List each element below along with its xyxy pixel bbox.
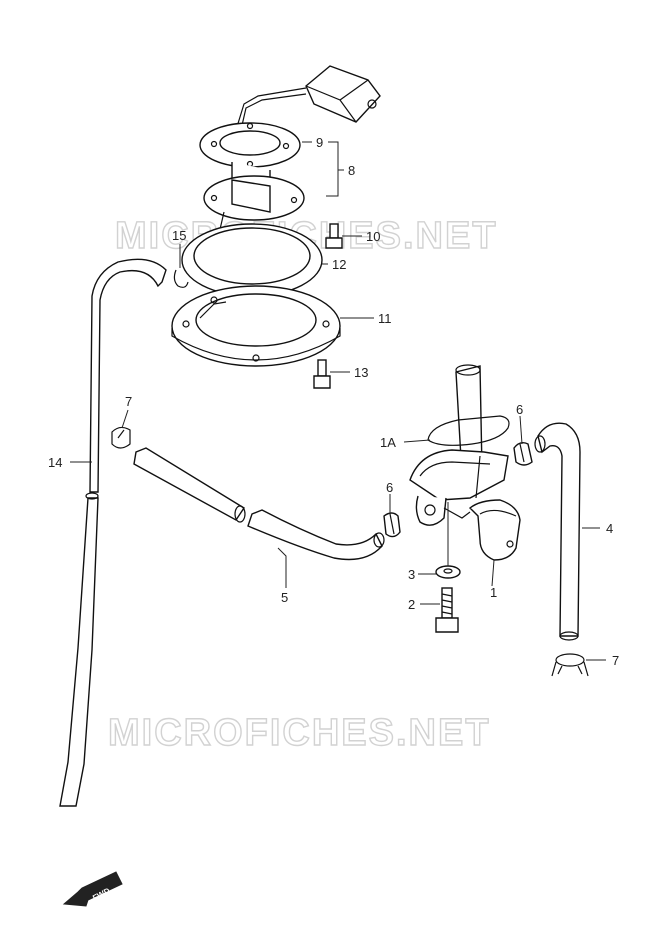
leader-lines xyxy=(70,141,606,661)
callout-1: 1 xyxy=(490,585,497,600)
clip-7-lower xyxy=(551,653,589,677)
clip-6-right xyxy=(513,441,533,466)
gasket-12 xyxy=(181,223,323,297)
callout-2: 2 xyxy=(408,597,415,612)
fwd-arrow-icon: FWD xyxy=(62,871,123,907)
callout-5: 5 xyxy=(281,590,288,605)
callout-14: 14 xyxy=(48,455,62,470)
callout-13: 13 xyxy=(354,365,368,380)
clip-15 xyxy=(173,269,189,288)
hose-4 xyxy=(534,422,581,641)
callout-labels: 1 1A 2 3 4 5 6 6 7 7 8 9 10 11 12 13 14 … xyxy=(48,135,619,668)
callout-3: 3 xyxy=(408,567,415,582)
callout-6-right: 6 xyxy=(516,402,523,417)
callout-1a: 1A xyxy=(380,435,396,450)
fuel-cock-1 xyxy=(409,364,521,561)
clip-6-left xyxy=(383,512,401,538)
callout-7-upper: 7 xyxy=(125,394,132,409)
ring-plate-11 xyxy=(171,285,341,367)
watermark-bottom: MICROFICHES.NET xyxy=(108,712,491,754)
callout-10: 10 xyxy=(366,229,380,244)
bolt-13 xyxy=(313,359,331,389)
hose-5 xyxy=(133,447,385,561)
callout-4: 4 xyxy=(606,521,613,536)
callout-9: 9 xyxy=(316,135,323,150)
washer-3 xyxy=(435,565,461,579)
fuel-sender-unit xyxy=(199,65,381,293)
clip-7-upper xyxy=(111,426,131,449)
screw-2 xyxy=(435,587,459,633)
hose-14 xyxy=(59,258,167,807)
callout-15: 15 xyxy=(172,228,186,243)
callout-7-lower: 7 xyxy=(612,653,619,668)
callout-12: 12 xyxy=(332,257,346,272)
callout-6-left: 6 xyxy=(386,480,393,495)
bolt-10 xyxy=(325,223,343,249)
callout-11: 11 xyxy=(378,311,392,326)
callout-8: 8 xyxy=(348,163,355,178)
